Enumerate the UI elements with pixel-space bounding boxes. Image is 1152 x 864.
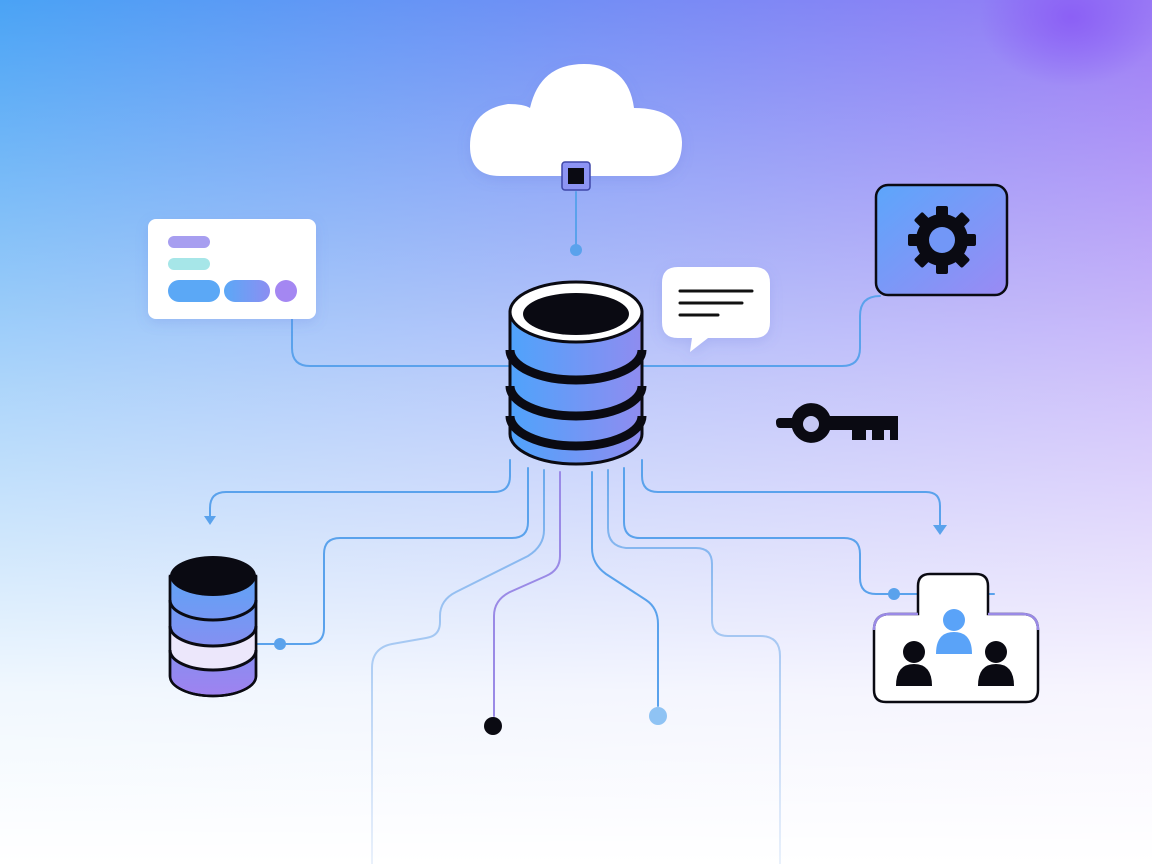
gear-icon — [908, 206, 976, 274]
connector-branch-2 — [493, 471, 561, 717]
junction-dot-users — [888, 588, 900, 600]
endpoint-dot-dark — [484, 717, 502, 735]
connector-card-db — [291, 317, 511, 367]
connector-branch-5 — [607, 469, 781, 864]
connector-db-users — [623, 467, 919, 595]
key-icon — [776, 403, 898, 443]
connector-db-left-arrow — [209, 459, 511, 519]
connector-branch-4 — [591, 471, 659, 707]
central-database-icon — [505, 280, 647, 466]
connectors — [209, 191, 995, 864]
junction-dot-cloud — [570, 244, 582, 256]
connector-db-settings — [641, 295, 881, 367]
users-group-node — [872, 572, 1040, 704]
secondary-database-icon — [168, 556, 258, 698]
connector-branch-1 — [371, 469, 545, 864]
form-card-icon — [148, 219, 316, 319]
cloud-icon — [470, 64, 682, 191]
junction-dot-secondary-db — [274, 638, 286, 650]
settings-node — [874, 183, 1009, 297]
connector-db-secondary — [255, 467, 529, 645]
endpoint-dot-light — [649, 707, 667, 725]
users-icon — [896, 609, 1014, 686]
arrow-down-left-icon — [204, 516, 216, 525]
arrow-down-right-icon — [933, 525, 947, 535]
chat-icon — [662, 267, 770, 352]
connector-db-right-arrow — [641, 459, 941, 527]
